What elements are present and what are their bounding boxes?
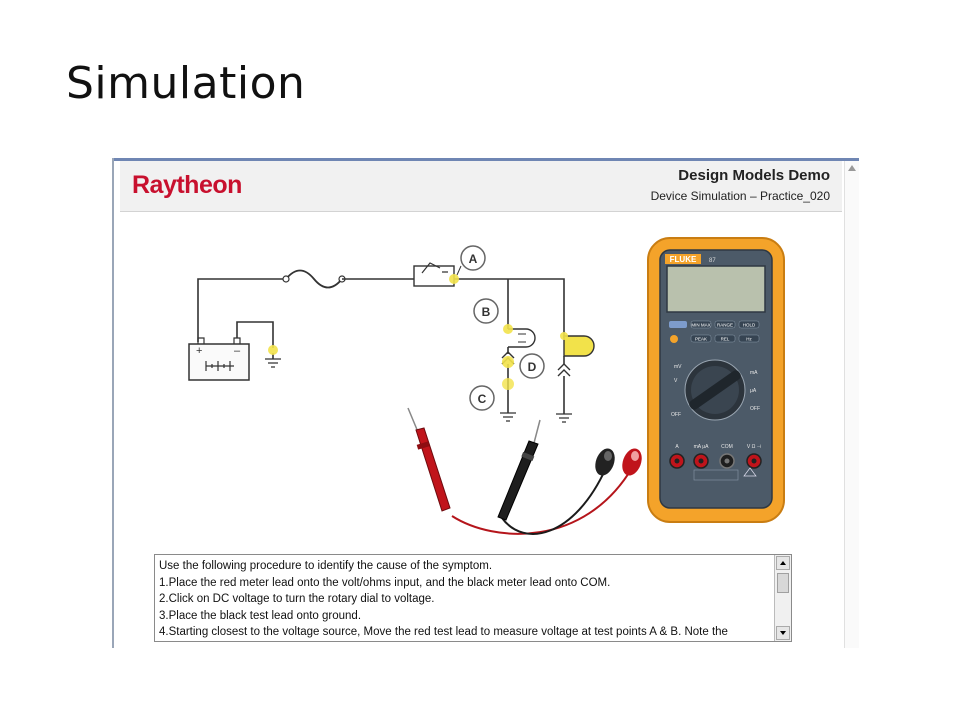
dial-label-ma: mA [750, 370, 758, 376]
scroll-thumb[interactable] [777, 573, 789, 593]
instructions-panel[interactable]: Use the following procedure to identify … [154, 554, 792, 642]
meter-model: 87 [709, 258, 716, 264]
red-lead-wire [451, 467, 633, 535]
dial-label-off: OFF [671, 412, 681, 418]
instructions-scrollbar[interactable] [774, 555, 791, 641]
lamp-b [508, 328, 536, 348]
scroll-down-button[interactable] [776, 626, 790, 640]
test-point-highlights [268, 274, 568, 390]
meter-button-range[interactable] [714, 320, 736, 329]
meter-button-range-label: RANGE [717, 323, 733, 328]
jack-label-v: V Ω ⊣ [747, 444, 761, 450]
meter-button-blue[interactable] [669, 321, 687, 328]
simulation-canvas: + – A B C D [188, 237, 785, 535]
test-leads[interactable] [407, 407, 645, 535]
meter-jacks[interactable] [669, 453, 762, 469]
app-title: Design Models Demo [678, 167, 830, 184]
instruction-line: 2.Click on DC voltage to turn the rotary… [159, 593, 435, 605]
switch-symbol [413, 265, 455, 287]
instruction-line: 3.Place the black test lead onto ground. [159, 609, 362, 622]
window-top-border [114, 158, 859, 161]
fuse-symbol [285, 269, 343, 289]
meter-button-rel-label: REL [721, 337, 730, 342]
rotary-dial[interactable] [684, 359, 746, 421]
instruction-line: Use the following procedure to identify … [159, 560, 493, 572]
jack-label-com: COM [721, 444, 733, 450]
ground-battery [265, 358, 281, 368]
test-point-a[interactable]: A [456, 245, 486, 276]
meter-button-hold[interactable] [738, 320, 760, 329]
app-subtitle: Device Simulation – Practice_020 [650, 189, 830, 203]
test-point-b[interactable]: B [473, 298, 499, 324]
warning-icon [743, 467, 757, 477]
connector-right [557, 363, 571, 377]
circuit-diagram [188, 262, 595, 423]
black-probe[interactable] [497, 419, 541, 521]
test-point-c[interactable]: C [469, 385, 495, 411]
meter-button-backlight[interactable] [670, 335, 678, 343]
test-point-c-label: C [478, 392, 487, 406]
ground-left [500, 412, 516, 422]
red-probe[interactable] [407, 407, 451, 512]
meter-button-peak[interactable] [690, 334, 712, 343]
meter-buttons[interactable]: MIN MAX RANGE HOLD PEAK REL Hz [669, 320, 760, 343]
meter-button-hz[interactable] [738, 334, 760, 343]
test-point-b-label: B [482, 305, 491, 319]
instruction-line: 1.Place the red meter lead onto the volt… [159, 576, 611, 589]
test-point-a-label: A [469, 252, 478, 266]
meter-button-minmax[interactable] [690, 320, 712, 329]
meter-brand: FLUKE [670, 255, 697, 264]
dial-label-mv: mV [674, 364, 682, 370]
scroll-up-icon[interactable] [848, 165, 856, 171]
meter-button-minmax-label: MIN MAX [691, 323, 710, 328]
app-header: Raytheon Design Models Demo Device Simul… [120, 161, 842, 212]
raytheon-logo: Raytheon [132, 171, 242, 199]
ground-right [556, 413, 572, 423]
instruction-line: 4.Starting closest to the voltage source… [159, 626, 728, 638]
slide-title: Simulation [66, 58, 306, 109]
jack-label-ma: mA μA [694, 444, 709, 450]
battery-symbol [188, 343, 250, 381]
lamp-right [563, 335, 595, 357]
dial-knob[interactable] [688, 369, 743, 412]
black-lead-wire [501, 467, 607, 535]
battery-minus-label: – [234, 345, 241, 357]
meter-display [666, 265, 766, 313]
battery-plus-label: + [196, 345, 202, 357]
jack-label-a: A [675, 444, 679, 450]
dial-label-a: OFF [750, 406, 760, 412]
instructions-text: Use the following procedure to identify … [159, 558, 769, 638]
red-banana-plug[interactable] [619, 446, 645, 478]
dial-label-ua: μA [750, 388, 757, 394]
multimeter: FLUKE 87 MIN MAX RANGE HOLD PEAK REL [647, 237, 785, 523]
test-point-d-label: D [528, 360, 537, 374]
meter-button-peak-label: PEAK [695, 337, 707, 342]
meter-button-hz-label: Hz [746, 337, 752, 342]
test-point-d[interactable]: D [519, 353, 545, 379]
scroll-up-button[interactable] [776, 556, 790, 570]
wire-main [197, 278, 286, 342]
meter-button-rel[interactable] [714, 334, 736, 343]
simulation-window: Raytheon Design Models Demo Device Simul… [112, 158, 859, 648]
dial-label-v: V [674, 378, 678, 384]
black-banana-plug[interactable] [592, 446, 618, 478]
window-scrollbar[interactable] [844, 161, 859, 648]
meter-button-hold-label: HOLD [743, 323, 756, 328]
